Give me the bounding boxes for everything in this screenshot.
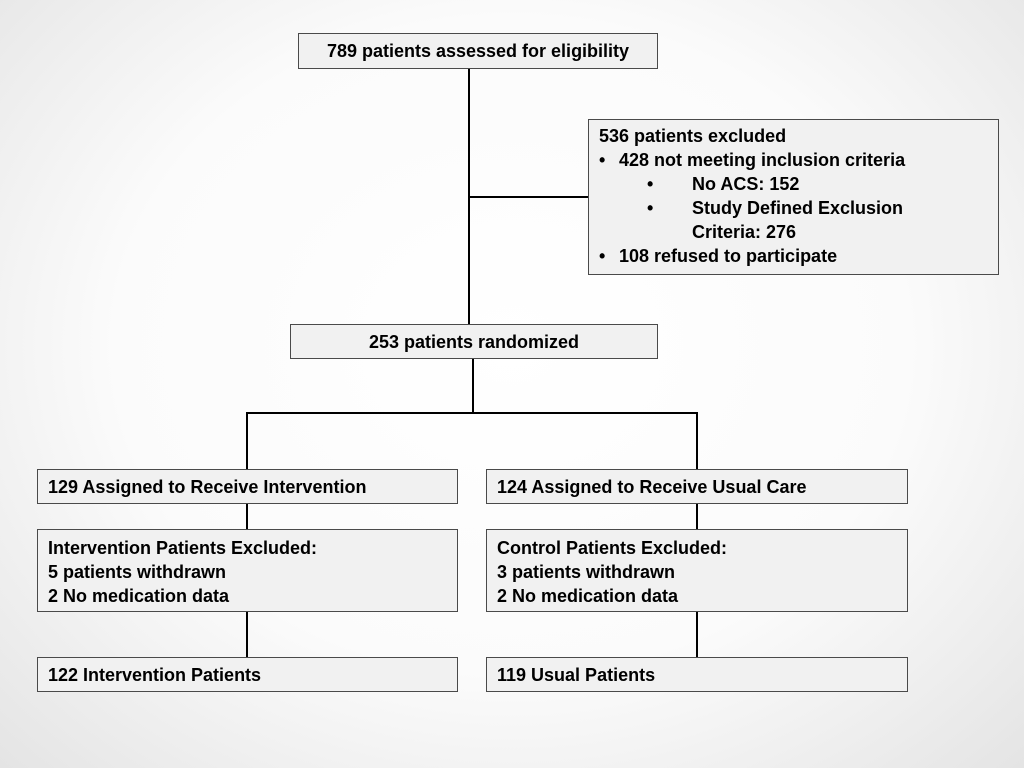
control-excluded-box: Control Patients Excluded: 3 patients wi… (486, 529, 908, 612)
connector-randomized-down (472, 357, 474, 413)
control-excluded-title: Control Patients Excluded: (497, 538, 728, 558)
excluded-title: 536 patients excluded (599, 126, 787, 146)
randomized-box: 253 patients randomized (290, 324, 658, 359)
assessed-box: 789 patients assessed for eligibility (298, 33, 658, 69)
intervention-assigned-box: 129 Assigned to Receive Intervention (37, 469, 458, 504)
control-assigned-box: 124 Assigned to Receive Usual Care (486, 469, 908, 504)
connector-control-2 (696, 611, 698, 658)
excluded-subitem-study-defined-cont: Criteria: 276 (692, 222, 797, 242)
randomized-label: 253 patients randomized (368, 331, 580, 352)
control-withdrawn: 3 patients withdrawn (497, 562, 676, 582)
control-final-box: 119 Usual Patients (486, 657, 908, 692)
connector-intervention-2 (246, 611, 248, 658)
intervention-final-label: 122 Intervention Patients (48, 664, 262, 685)
excluded-item-refused: • 108 refused to participate (599, 246, 838, 266)
connector-intervention-1 (246, 503, 248, 530)
bullet: • (599, 246, 606, 266)
control-final-label: 119 Usual Patients (497, 664, 656, 685)
connector-to-excluded (469, 196, 589, 198)
intervention-withdrawn: 5 patients withdrawn (48, 562, 227, 582)
bullet: • (647, 174, 654, 194)
bullet: • (647, 198, 654, 218)
connector-split-left (246, 412, 248, 470)
excluded-subitem-study-defined: • Study Defined Exclusion (599, 196, 988, 220)
assessed-label: 789 patients assessed for eligibility (326, 41, 630, 61)
bullet: • (599, 150, 606, 170)
intervention-final-box: 122 Intervention Patients (37, 657, 458, 692)
excluded-subitem-no-acs: • No ACS: 152 (599, 172, 988, 196)
control-assigned-label: 124 Assigned to Receive Usual Care (497, 476, 807, 497)
intervention-assigned-label: 129 Assigned to Receive Intervention (48, 476, 367, 497)
intervention-excluded-title: Intervention Patients Excluded: (48, 538, 318, 558)
excluded-box: 536 patients excluded • 428 not meeting … (588, 119, 999, 275)
connector-control-1 (696, 503, 698, 530)
intervention-no-med: 2 No medication data (48, 586, 230, 606)
connector-split-right (696, 412, 698, 470)
connector-split-horizontal (246, 412, 698, 414)
control-no-med: 2 No medication data (497, 586, 679, 606)
excluded-item-not-meeting: • 428 not meeting inclusion criteria (599, 150, 906, 170)
intervention-excluded-box: Intervention Patients Excluded: 5 patien… (37, 529, 458, 612)
